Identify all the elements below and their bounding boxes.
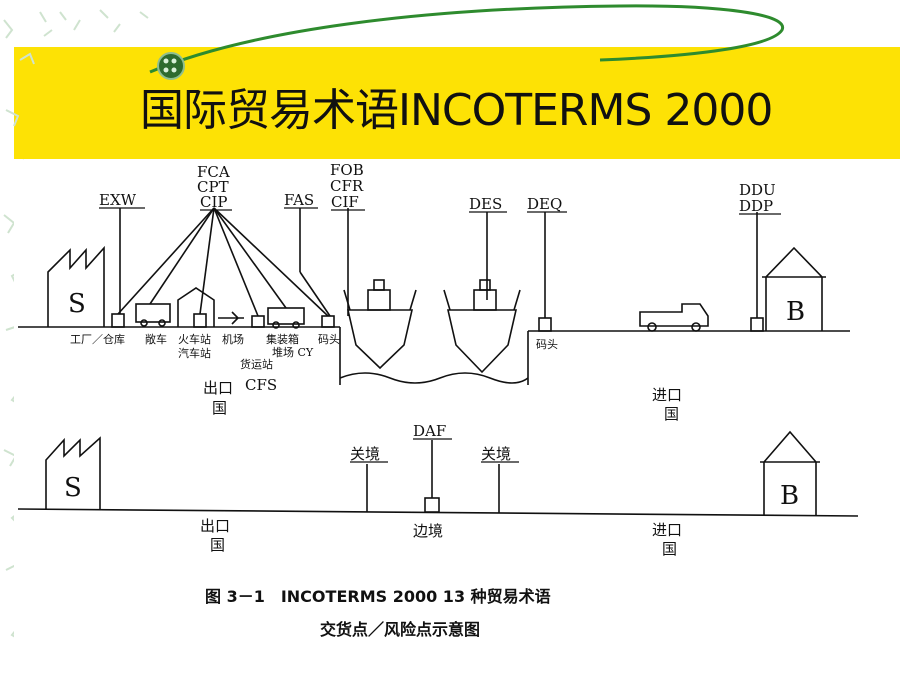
place-container-yard: 堆场 CY	[272, 345, 314, 359]
term-exw: EXW	[99, 191, 137, 209]
place-factory-warehouse: 工厂／仓库	[70, 332, 125, 346]
term-ddu: DDU	[739, 181, 776, 199]
place-airport: 机场	[222, 332, 244, 346]
term-cif: CIF	[331, 193, 359, 211]
place-labels: 工厂／仓库 敞车 火车站 汽车站 机场 集装箱 堆场 CY 货运站 码头 码头	[70, 332, 558, 371]
place-wharf-export: 码头	[318, 333, 340, 346]
bottom-diagram	[17, 430, 859, 517]
customs-right-label: 关境	[481, 445, 511, 463]
country-labels-top: 出口 国 CFS 进口 国	[203, 376, 682, 423]
figure-panel	[14, 160, 876, 670]
term-fca: FCA	[197, 163, 230, 181]
seller-label-top: S	[68, 289, 86, 319]
place-bus-station: 汽车站	[178, 346, 211, 360]
buyer-label-bottom: B	[780, 481, 799, 511]
place-freight-station: 货运站	[240, 357, 273, 371]
term-cpt: CPT	[197, 178, 229, 196]
seller-label-bottom: S	[64, 473, 82, 503]
term-underlines	[99, 207, 781, 215]
export-country-top-line2: 国	[212, 399, 227, 417]
place-rail-station: 火车站	[178, 332, 211, 346]
import-country-top-line1: 进口	[652, 386, 682, 404]
term-cfr: CFR	[330, 177, 364, 195]
term-fob: FOB	[330, 161, 364, 179]
term-labels: EXW FCA CPT CIP FAS FOB CFR CIF DES DEQ …	[99, 161, 776, 215]
border-label: 边境	[413, 522, 443, 540]
term-cip: CIP	[200, 193, 228, 211]
term-deq: DEQ	[527, 195, 562, 213]
place-container: 集装箱	[266, 332, 299, 346]
export-country-bottom-line2: 国	[210, 536, 225, 554]
buyer-label-top: B	[786, 297, 805, 327]
place-wharf-import: 码头	[536, 338, 558, 351]
export-country-bottom-line1: 出口	[200, 517, 230, 535]
top-diagram	[18, 207, 850, 385]
green-arc	[149, 4, 785, 74]
import-country-top-line2: 国	[664, 405, 679, 423]
import-country-bottom-line2: 国	[662, 540, 677, 558]
term-fas: FAS	[284, 191, 314, 209]
term-des: DES	[469, 195, 502, 213]
export-country-top-line1: 出口	[203, 379, 233, 397]
slide-title: 国际贸易术语INCOTERMS 2000	[140, 85, 773, 136]
place-open-wagon: 敞车	[145, 332, 167, 346]
term-daf: DAF	[413, 422, 446, 440]
figure-caption-line2: 交货点／风险点示意图	[320, 620, 480, 639]
figure-caption-line1: 图 3－1 INCOTERMS 2000 13 种贸易术语	[205, 587, 551, 606]
export-cfs-label: CFS	[245, 376, 277, 394]
term-ddp: DDP	[739, 197, 773, 215]
customs-left-label: 关境	[350, 445, 380, 463]
import-country-bottom-line1: 进口	[652, 521, 682, 539]
